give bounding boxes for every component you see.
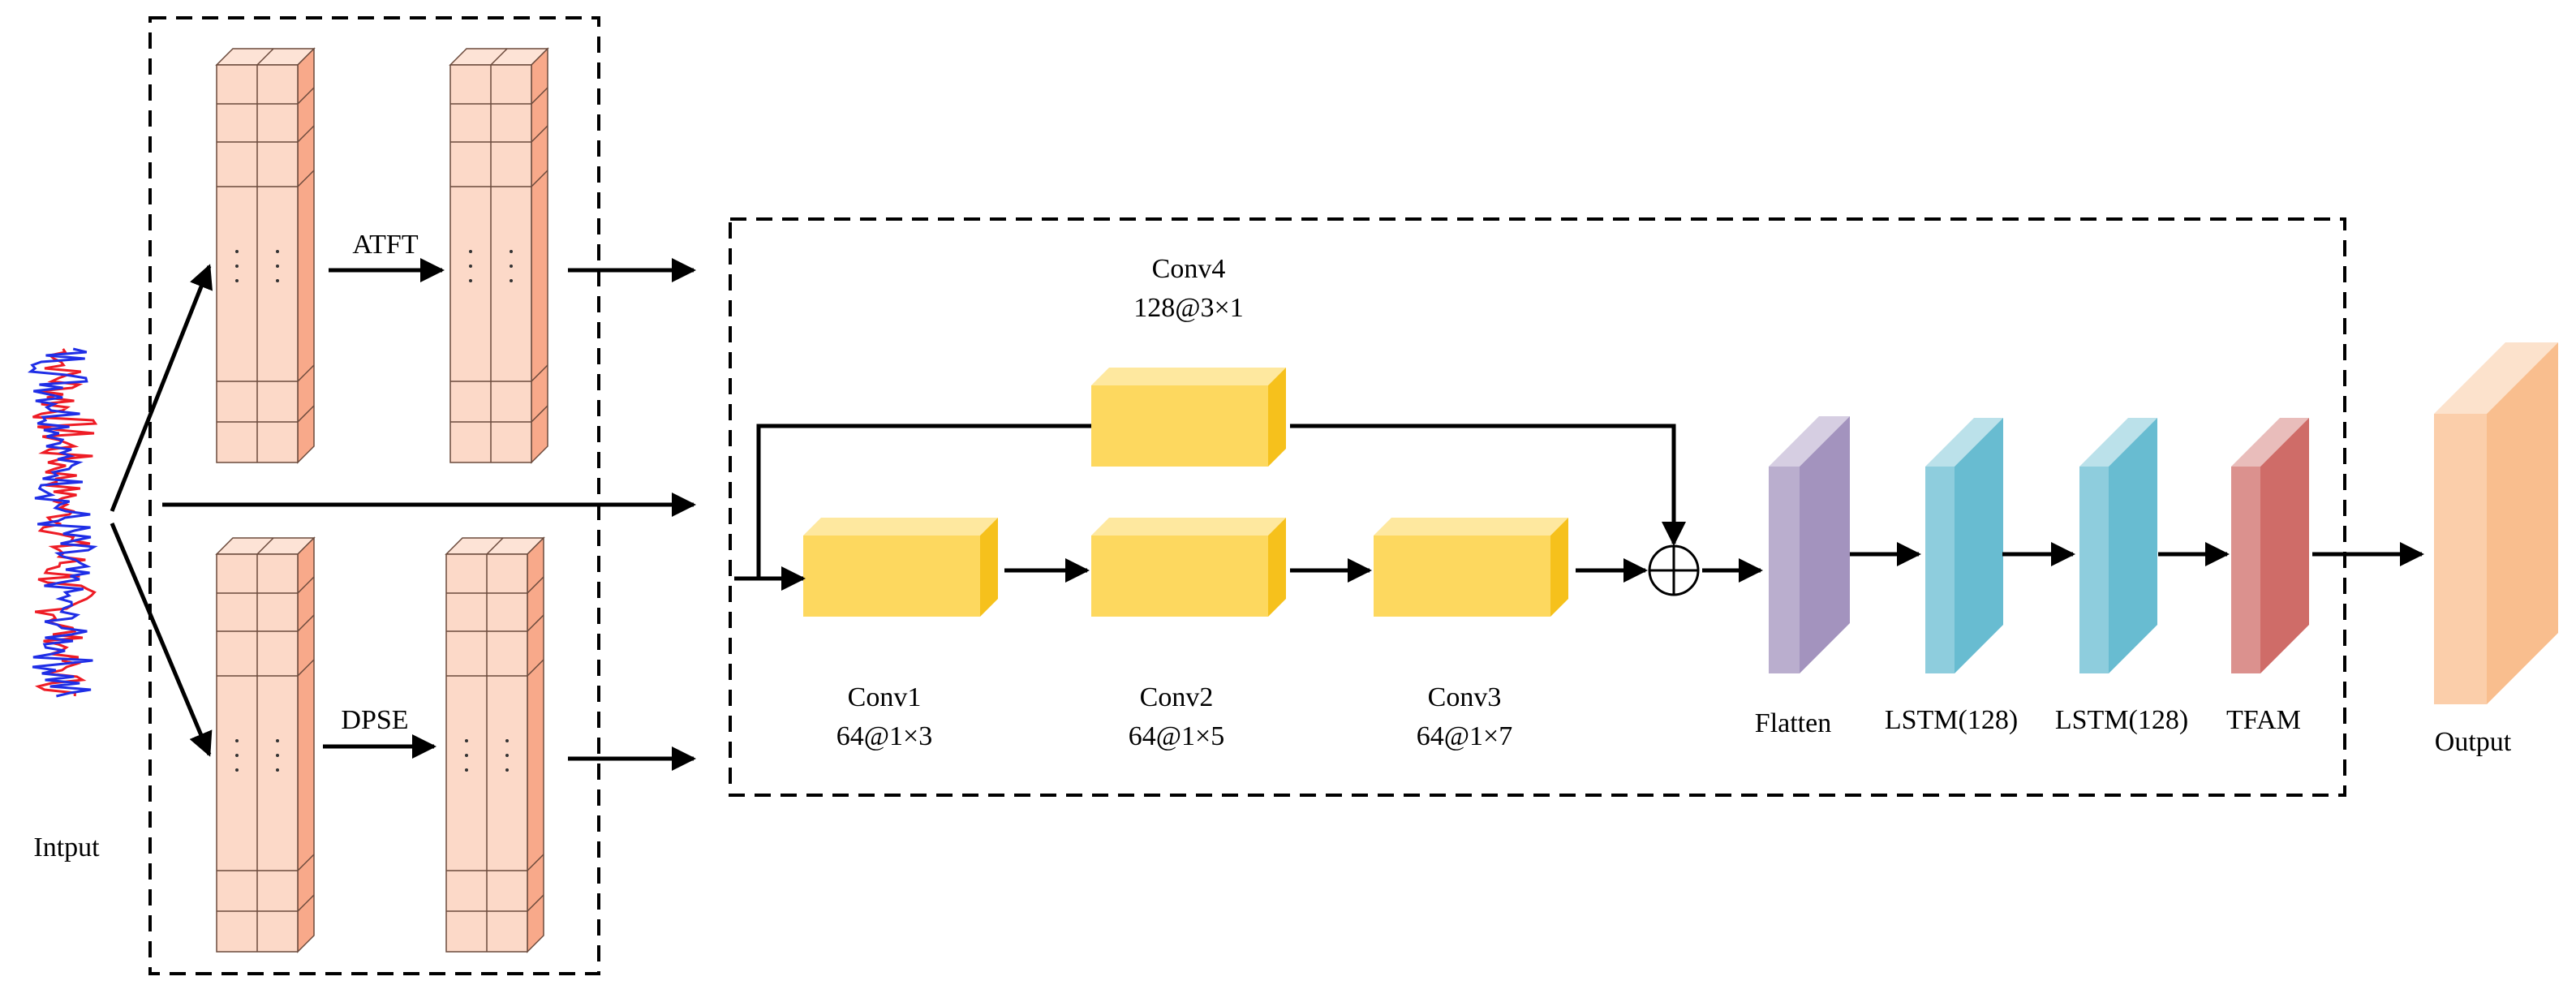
conv1-block xyxy=(803,518,998,617)
conv1-spec: 64@1×3 xyxy=(836,721,933,751)
input-signal-waveform xyxy=(27,347,98,698)
dpse-label: DPSE xyxy=(341,705,408,735)
arrow-input-to-top xyxy=(110,264,213,512)
cnn-container xyxy=(729,217,2346,797)
conv4-name: Conv4 xyxy=(1152,254,1226,284)
conv1-name: Conv1 xyxy=(848,682,922,712)
feature-map-bottom-right xyxy=(445,536,545,953)
output-label: Output xyxy=(2435,727,2512,757)
tfam-layer xyxy=(2231,418,2309,673)
flatten-label: Flatten xyxy=(1755,708,1831,738)
feature-map-top-right xyxy=(449,47,549,464)
conv4-block xyxy=(1091,368,1286,467)
arrow-conv4-to-sum xyxy=(1290,424,1686,546)
conv3-block xyxy=(1374,518,1568,617)
lstm2-layer xyxy=(2079,418,2157,673)
input-label: Intput xyxy=(33,832,100,862)
atft-label: ATFT xyxy=(352,230,418,260)
add-node xyxy=(1648,544,1700,596)
flatten-layer xyxy=(1769,416,1850,673)
conv2-spec: 64@1×5 xyxy=(1129,721,1225,751)
lstm2-label: LSTM(128) xyxy=(2055,705,2188,735)
feature-map-top-left xyxy=(215,47,316,464)
conv2-name: Conv2 xyxy=(1140,682,1214,712)
conv3-name: Conv3 xyxy=(1428,682,1502,712)
tfam-label: TFAM xyxy=(2226,705,2301,735)
skip-line-to-conv4 xyxy=(756,424,1091,579)
arrow-input-to-bottom xyxy=(110,523,213,757)
lstm1-label: LSTM(128) xyxy=(1885,705,2018,735)
lstm1-layer xyxy=(1925,418,2003,673)
conv4-spec: 128@3×1 xyxy=(1133,293,1244,323)
output-layer xyxy=(2434,342,2558,704)
conv2-block xyxy=(1091,518,1286,617)
feature-map-bottom-left xyxy=(215,536,316,953)
conv3-spec: 64@1×7 xyxy=(1417,721,1513,751)
